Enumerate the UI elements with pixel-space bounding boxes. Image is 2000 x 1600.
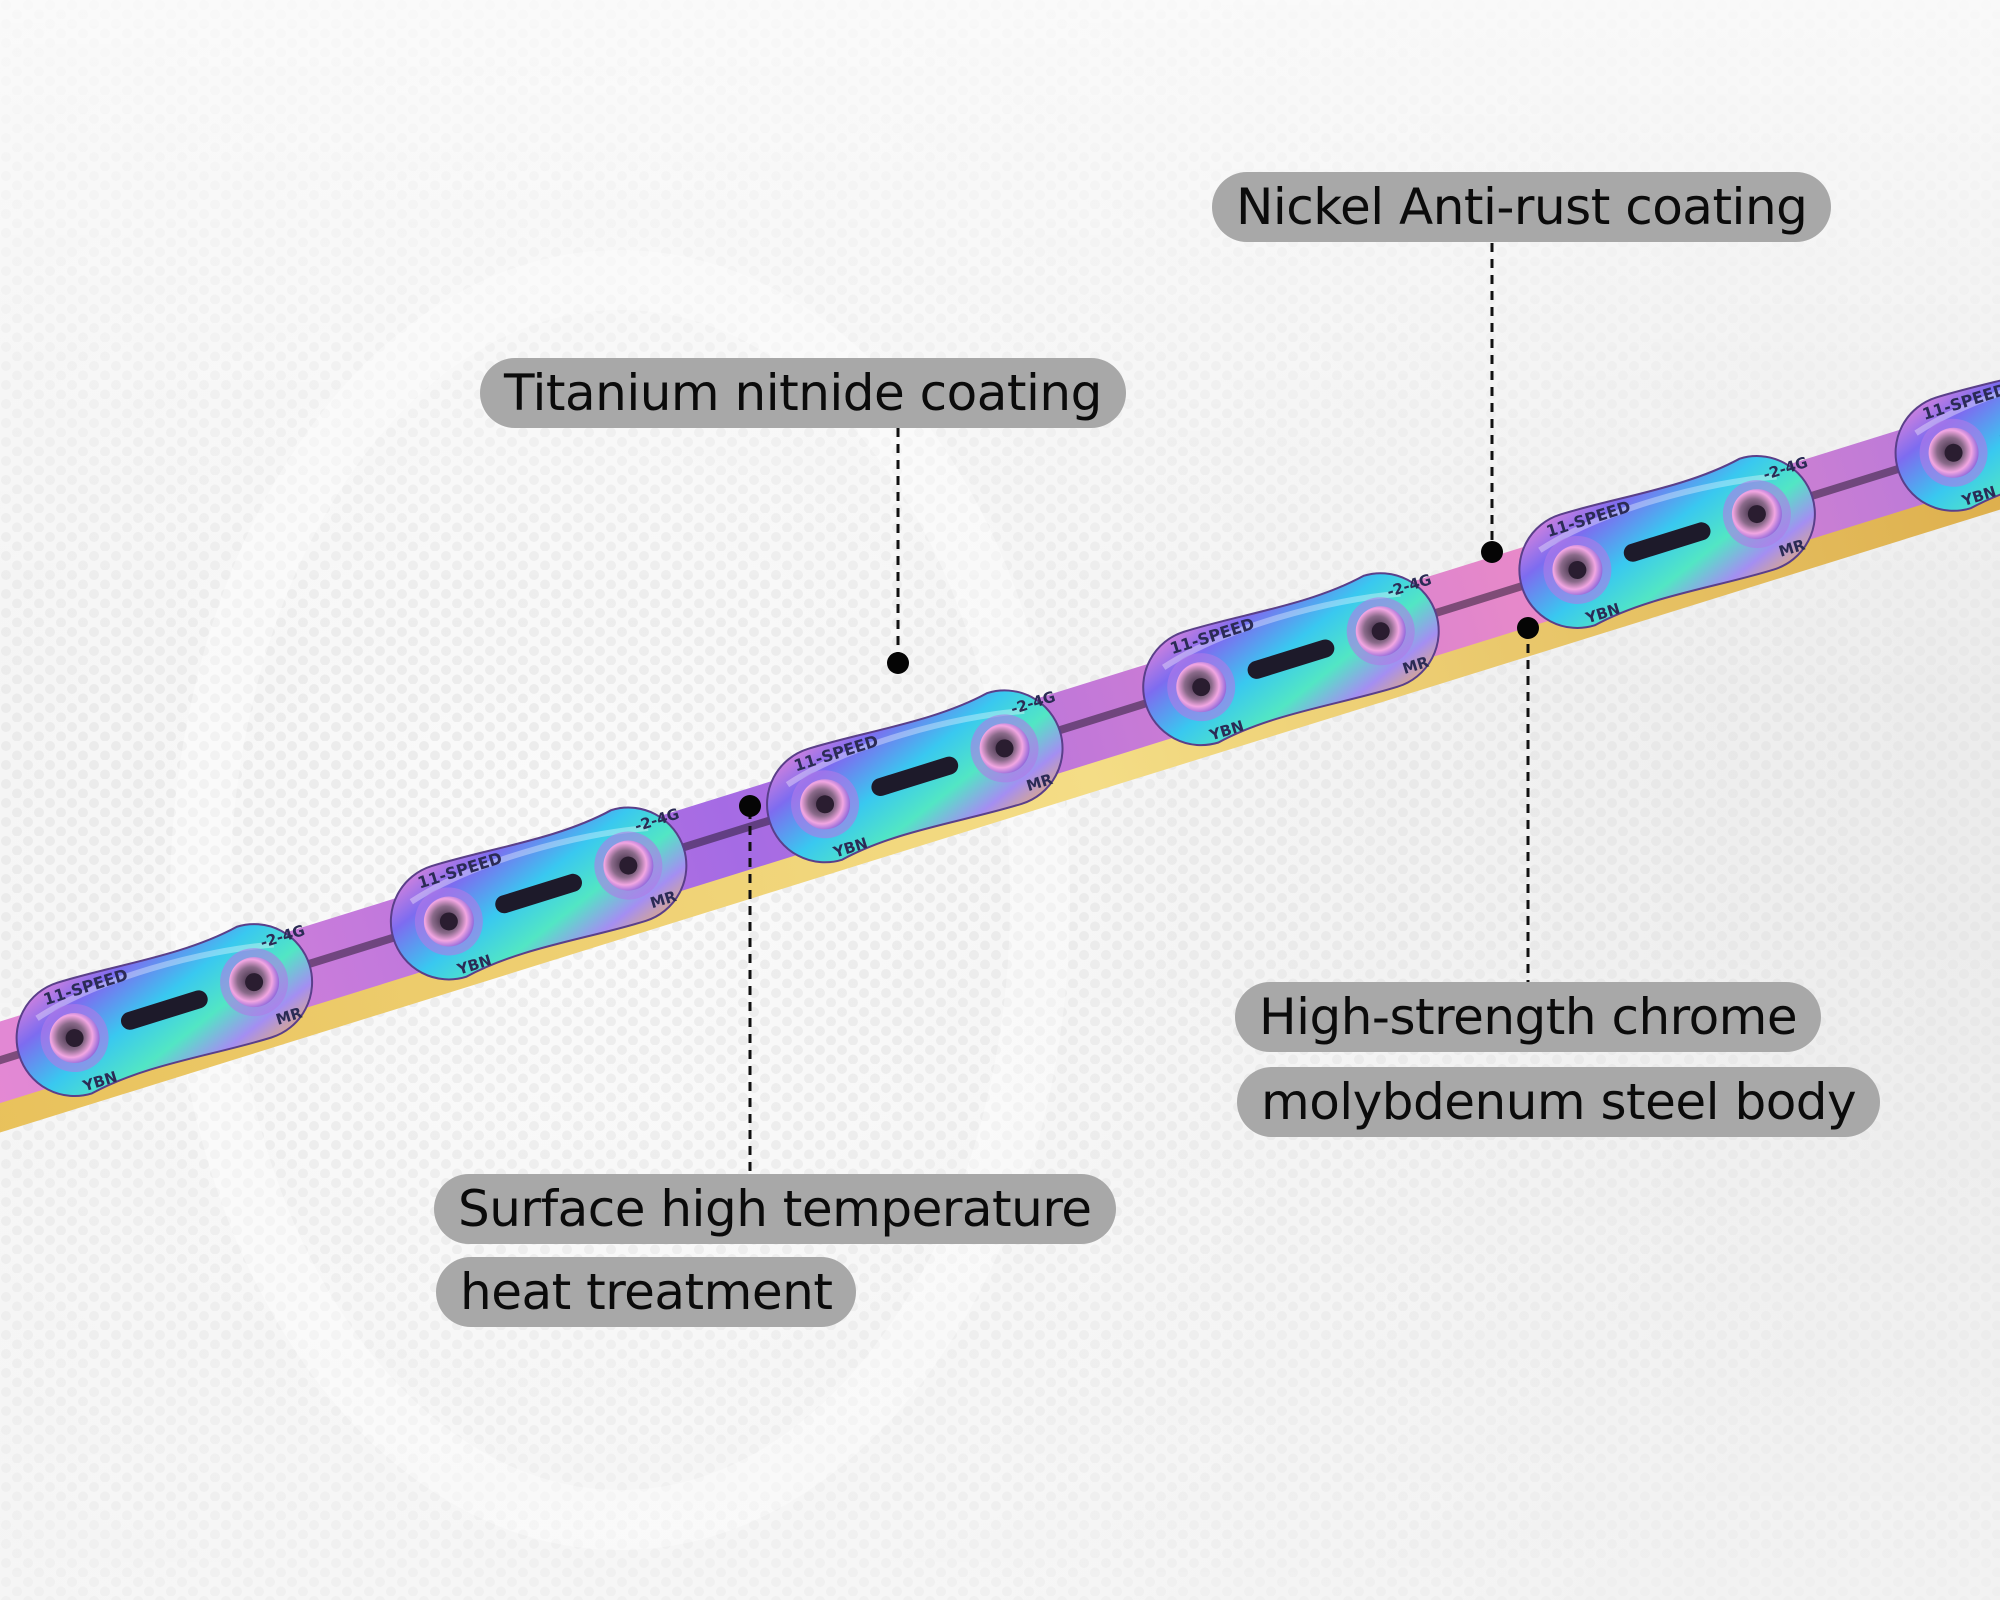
leader-dot-titanium bbox=[887, 652, 909, 674]
callout-chrome-line-2: molybdenum steel body bbox=[1237, 1067, 1881, 1137]
plate-highlight bbox=[1538, 473, 1777, 553]
pin-center bbox=[995, 739, 1014, 758]
leader-dot-chrome bbox=[1517, 617, 1539, 639]
bicycle-chain: 11-SPEEDYBN-2-4GMR11-SPEEDYBN-2-4GMR11-S… bbox=[0, 333, 2000, 1149]
pin-center bbox=[1192, 678, 1211, 697]
pin-center bbox=[65, 1029, 84, 1048]
pin-center bbox=[1371, 622, 1390, 641]
leader-dot-nickel bbox=[1481, 541, 1503, 563]
plate-slot bbox=[871, 756, 959, 797]
pin-center bbox=[245, 973, 264, 992]
background-swirl bbox=[170, 250, 1070, 1550]
plate-slot bbox=[1247, 639, 1335, 679]
pin-center bbox=[816, 795, 835, 814]
plate-highlight bbox=[409, 825, 649, 905]
callout-surface-line-1: Surface high temperature bbox=[434, 1174, 1116, 1244]
leader-dot-surface bbox=[739, 795, 761, 817]
plate-highlight bbox=[785, 707, 1025, 788]
pin-center bbox=[1747, 505, 1766, 524]
leader-lines bbox=[748, 243, 1530, 1172]
plate-highlight bbox=[1914, 356, 2000, 436]
callout-nickel-anti-rust: Nickel Anti-rust coating bbox=[1212, 172, 1832, 242]
plate-highlight bbox=[35, 941, 275, 1021]
pin-center bbox=[1944, 443, 1963, 462]
pin-center bbox=[439, 912, 458, 931]
plate-highlight bbox=[1162, 590, 1401, 670]
plate-slot bbox=[495, 873, 582, 914]
callout-titanium-nitnide: Titanium nitnide coating bbox=[480, 358, 1126, 428]
plate-slot bbox=[120, 990, 208, 1030]
callout-surface-line-2: heat treatment bbox=[436, 1257, 857, 1327]
plate-slot bbox=[1623, 522, 1711, 562]
pin-center bbox=[1568, 560, 1587, 579]
callout-chrome-line-1: High-strength chrome bbox=[1235, 982, 1822, 1052]
pin-center bbox=[619, 856, 638, 875]
